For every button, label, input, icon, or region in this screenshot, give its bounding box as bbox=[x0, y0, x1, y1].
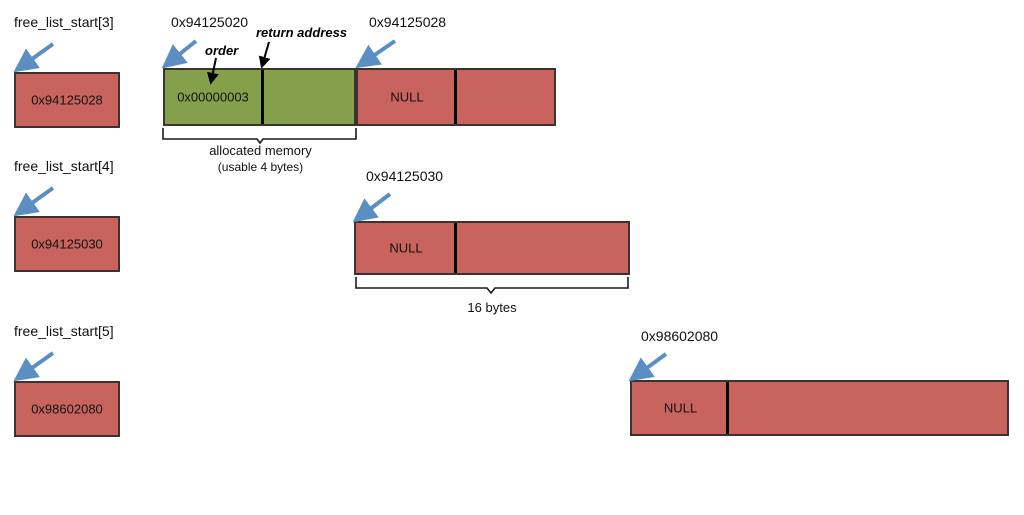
free-block-order4-address-arrow bbox=[352, 192, 392, 223]
free-list-start-3-label: free_list_start[3] bbox=[14, 14, 114, 30]
free-block-order3-next-cell: NULL bbox=[390, 89, 424, 105]
allocated-memory-brace-line1: allocated memory bbox=[209, 143, 312, 158]
allocated-block-address-arrow bbox=[161, 39, 198, 69]
free-list-start-5-box[interactable]: 0x98602080 bbox=[14, 381, 120, 437]
free-list-start-5-value: 0x98602080 bbox=[31, 401, 103, 417]
return-address-annotation-label: return address bbox=[256, 25, 348, 40]
free-block-order5-address-arrow bbox=[628, 352, 668, 382]
free-block-order3-address-label: 0x94125028 bbox=[369, 14, 447, 30]
free-block-order5-divider bbox=[726, 382, 729, 434]
free-list-start-4-value: 0x94125030 bbox=[31, 236, 103, 252]
order-annotation-label: order bbox=[205, 43, 239, 58]
return-address-annotation-arrow bbox=[258, 41, 271, 69]
allocated-memory-brace bbox=[162, 128, 357, 145]
free-block-order5[interactable]: NULL bbox=[630, 380, 1009, 436]
free-list-start-3-arrow bbox=[13, 42, 55, 73]
free-block-order4-divider bbox=[454, 223, 457, 273]
free-block-order3-address-arrow bbox=[355, 39, 397, 69]
free-block-order5-address-label: 0x98602080 bbox=[641, 328, 719, 344]
allocated-block-address-label: 0x94125020 bbox=[171, 14, 249, 30]
sixteen-bytes-brace bbox=[355, 277, 629, 295]
allocated-block-divider bbox=[261, 70, 264, 124]
free-list-start-3-box[interactable]: 0x94125028 bbox=[14, 72, 120, 128]
allocated-block[interactable]: 0x00000003 bbox=[163, 68, 356, 126]
free-list-start-4-box[interactable]: 0x94125030 bbox=[14, 216, 120, 272]
free-block-order3-divider bbox=[454, 70, 457, 124]
allocated-block-order-cell: 0x00000003 bbox=[177, 89, 249, 105]
free-list-start-4-label: free_list_start[4] bbox=[14, 158, 114, 174]
free-list-start-3-value: 0x94125028 bbox=[31, 92, 103, 108]
free-block-order4-address-label: 0x94125030 bbox=[366, 168, 444, 184]
free-list-start-5-label: free_list_start[5] bbox=[14, 323, 114, 339]
allocated-memory-brace-line2: (usable 4 bytes) bbox=[217, 160, 304, 175]
free-block-order4[interactable]: NULL bbox=[354, 221, 630, 275]
free-block-order5-next-cell: NULL bbox=[663, 400, 698, 416]
allocated-memory-brace-label: allocated memory (usable 4 bytes) bbox=[153, 143, 368, 176]
free-list-start-5-arrow bbox=[13, 351, 55, 382]
free-block-order4-next-cell: NULL bbox=[389, 240, 423, 256]
sixteen-bytes-brace-label: 16 bytes bbox=[467, 300, 517, 315]
free-list-start-4-arrow bbox=[13, 186, 55, 217]
